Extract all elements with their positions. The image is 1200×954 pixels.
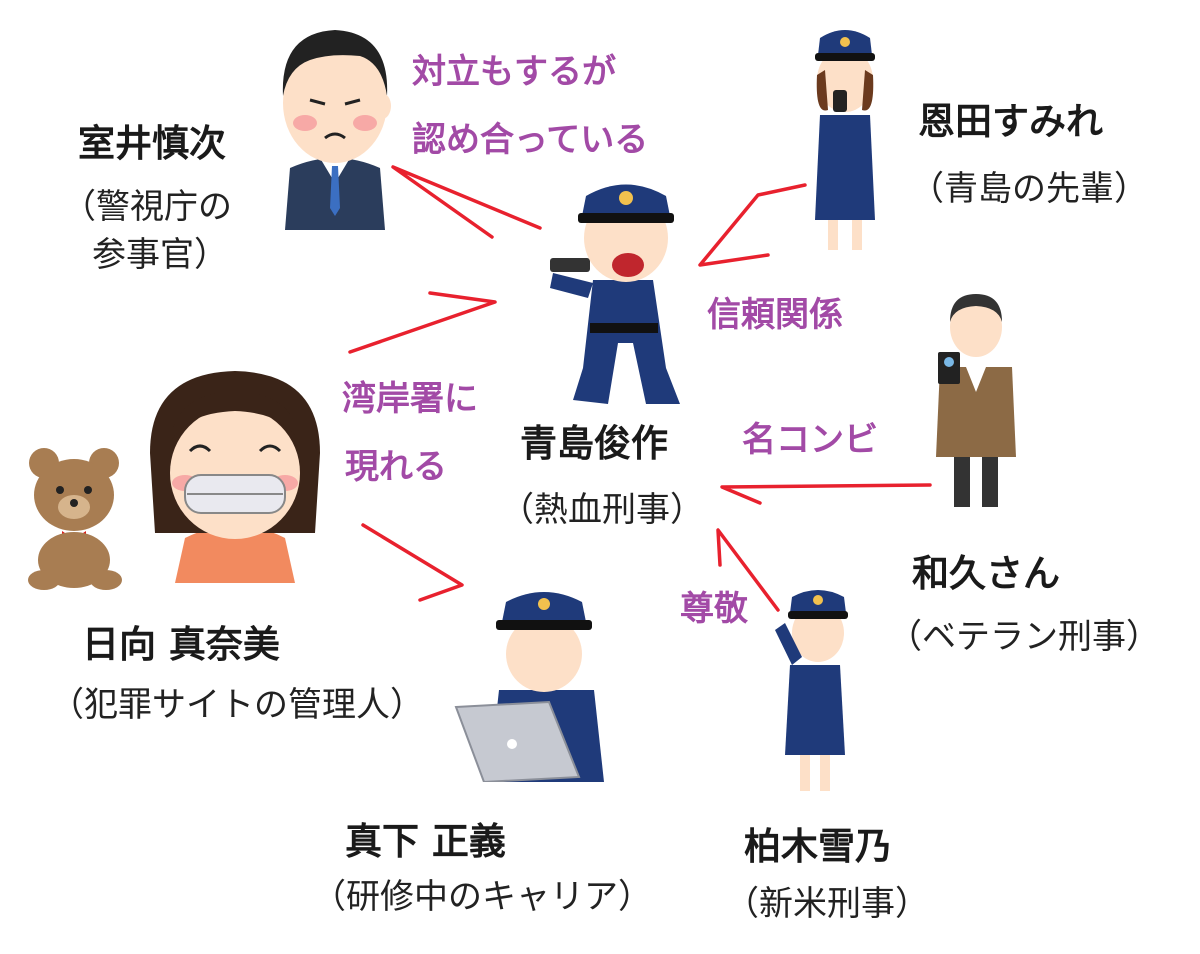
relation-hinata-line1: 湾岸署に	[342, 379, 478, 419]
waku-role: （ベテラン刑事）	[888, 617, 1160, 657]
muroi-illustration	[282, 30, 391, 230]
muroi-role-line1: （警視庁の	[62, 187, 232, 227]
arrow-aoshima-muroi	[391, 165, 542, 239]
waku-name: 和久さん	[912, 552, 1060, 595]
waku-illustration	[936, 294, 1016, 507]
arrow-waku-aoshima	[720, 483, 932, 505]
hinata-illustration	[150, 371, 320, 583]
muroi-role-line2: 参事官）	[92, 235, 228, 275]
mashita-illustration	[454, 592, 604, 782]
relation-onda: 信頼関係	[707, 295, 843, 335]
kashiwagi-name: 柏木雪乃	[744, 825, 892, 868]
kashiwagi-illustration	[775, 590, 848, 791]
arrow-hinata-mashita	[361, 523, 464, 602]
center-role: （熱血刑事）	[500, 490, 704, 530]
mashita-name: 真下 正義	[345, 820, 506, 863]
hinata-role: （犯罪サイトの管理人）	[50, 685, 424, 725]
kashiwagi-role: （新米刑事）	[725, 884, 929, 924]
relation-muroi-line2: 認め合っている	[412, 120, 649, 160]
onda-illustration	[815, 30, 875, 250]
relation-kashiwagi: 尊敬	[680, 589, 748, 629]
relation-hinata-line2: 現れる	[345, 447, 447, 487]
arrow-kashiwagi-aoshima	[716, 528, 780, 612]
onda-role: （青島の先輩）	[910, 169, 1148, 209]
relation-waku: 名コンビ	[742, 420, 878, 460]
hinata-name: 日向 真奈美	[82, 623, 280, 666]
onda-name: 恩田すみれ	[918, 100, 1103, 143]
aoshima-illustration	[550, 184, 680, 404]
arrow-hinata-aoshima	[348, 291, 497, 354]
relation-muroi-line1: 対立もするが	[412, 52, 616, 92]
mashita-role: （研修中のキャリア）	[312, 877, 652, 917]
center-name: 青島俊作	[520, 422, 668, 465]
arrow-aoshima-onda	[698, 183, 807, 267]
muroi-name: 室井慎次	[78, 122, 226, 165]
teddy-bear-illustration	[28, 448, 122, 590]
